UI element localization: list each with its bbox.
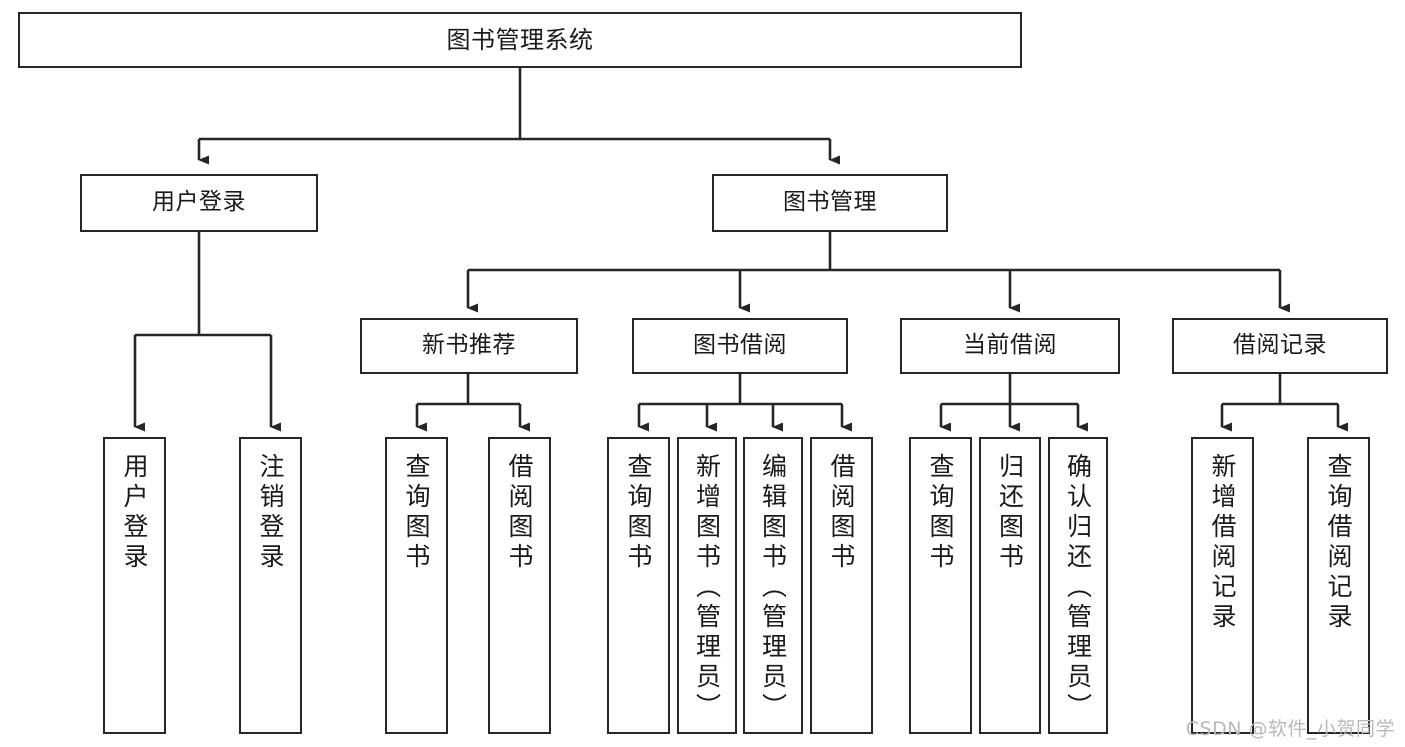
csdn-watermark: CSDN @软件_小贺同学 (1185, 718, 1395, 740)
node-label: 归还图书 (995, 453, 1025, 573)
node-new-book-recommend[interactable]: 新书推荐 (360, 318, 578, 374)
node-borrow-record[interactable]: 借阅记录 (1172, 318, 1388, 374)
node-label: 用户登录 (120, 453, 149, 573)
node-leaf-return-book[interactable]: 归还图书 (979, 437, 1041, 734)
node-leaf-add-record[interactable]: 新增借阅记录 (1191, 437, 1254, 734)
node-root-system[interactable]: 图书管理系统 (18, 12, 1022, 68)
node-book-borrow[interactable]: 图书借阅 (632, 318, 848, 374)
node-leaf-borrow-book-1[interactable]: 借阅图书 (488, 437, 551, 734)
node-label: 查询借阅记录 (1324, 453, 1353, 633)
node-label: 图书管理 (783, 189, 877, 216)
node-leaf-query-book-3[interactable]: 查询图书 (909, 437, 972, 734)
node-label: 借阅图书 (827, 453, 856, 573)
node-leaf-confirm-return[interactable]: 确认归还（管理员） (1048, 437, 1108, 734)
node-label: 查询图书 (624, 453, 653, 573)
node-label: 查询图书 (402, 453, 431, 573)
node-current-borrow[interactable]: 当前借阅 (900, 318, 1120, 374)
node-label: 用户登录 (152, 189, 246, 216)
node-leaf-user-login[interactable]: 用户登录 (103, 437, 166, 734)
node-leaf-query-book-1[interactable]: 查询图书 (385, 437, 448, 734)
node-book-management[interactable]: 图书管理 (712, 174, 948, 232)
node-leaf-logout-login[interactable]: 注销登录 (239, 437, 302, 734)
node-leaf-add-book[interactable]: 新增图书（管理员） (677, 437, 737, 734)
node-label: 新增图书（管理员） (692, 453, 722, 723)
node-leaf-borrow-book-2[interactable]: 借阅图书 (810, 437, 873, 734)
node-leaf-edit-book[interactable]: 编辑图书（管理员） (743, 437, 803, 734)
node-label: 注销登录 (256, 453, 285, 573)
node-label: 当前借阅 (963, 332, 1057, 359)
node-label: 借阅图书 (505, 453, 534, 573)
node-leaf-query-book-2[interactable]: 查询图书 (607, 437, 670, 734)
node-label: 图书借阅 (693, 332, 787, 359)
node-label: 新书推荐 (422, 332, 516, 359)
node-label: 新增借阅记录 (1208, 453, 1237, 633)
node-label: 编辑图书（管理员） (758, 453, 788, 723)
node-label: 借阅记录 (1233, 332, 1327, 359)
node-label: 图书管理系统 (446, 25, 594, 54)
node-label: 确认归还（管理员） (1063, 453, 1093, 723)
node-user-login[interactable]: 用户登录 (80, 174, 318, 232)
node-label: 查询图书 (926, 453, 955, 573)
node-leaf-query-record[interactable]: 查询借阅记录 (1307, 437, 1370, 734)
